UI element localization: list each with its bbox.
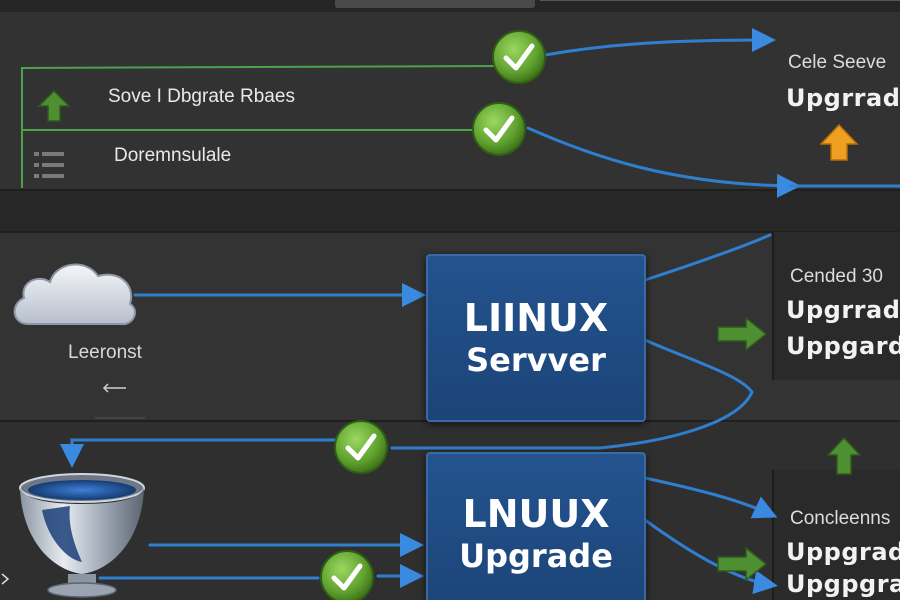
right-label-line: Uppgard bbox=[786, 332, 900, 360]
storage-bowl-icon bbox=[19, 473, 145, 598]
linux-upgrade-box[interactable]: LNUUX Upgrade bbox=[426, 452, 646, 600]
back-arrow-icon bbox=[95, 383, 145, 419]
divider bbox=[0, 231, 900, 233]
row-label: Sove I Dbgrate Rbaes bbox=[108, 86, 295, 107]
right-label-small: Cele Seeve bbox=[788, 52, 887, 73]
check-circle-icon bbox=[472, 102, 526, 156]
box-title: LIINUX bbox=[463, 296, 609, 340]
check-circle-icon bbox=[492, 30, 546, 84]
right-arrow-icon bbox=[717, 316, 768, 352]
gap-band bbox=[0, 190, 900, 232]
check-circle-icon bbox=[334, 420, 388, 474]
top-frame-lines bbox=[21, 0, 900, 188]
divider bbox=[0, 189, 900, 191]
up-arrow-icon bbox=[37, 89, 71, 122]
check-circle-icon bbox=[320, 550, 374, 600]
right-panel-bottom bbox=[772, 470, 900, 600]
cloud-label: Leeronst bbox=[68, 342, 142, 363]
right-panel-middle bbox=[772, 232, 900, 380]
linux-server-box[interactable]: LIINUX Servver bbox=[426, 254, 646, 422]
right-label-line: Upgrrad bbox=[786, 296, 900, 324]
wire-group bbox=[60, 28, 900, 595]
cloud-icon bbox=[13, 263, 136, 326]
box-title: LNUUX bbox=[462, 492, 610, 536]
right-label-large: Upgrrad bbox=[786, 84, 900, 112]
right-arrow-icon bbox=[717, 546, 768, 582]
right-label-small: Concleenns bbox=[790, 508, 891, 529]
top-field bbox=[335, 0, 535, 8]
right-label-small: Cended 30 bbox=[790, 266, 883, 287]
box-subtitle: Upgrade bbox=[459, 537, 613, 575]
up-arrow-icon bbox=[819, 123, 859, 161]
right-label-line: Uppgrad bbox=[786, 538, 900, 566]
edge-arrow-icon bbox=[1, 573, 10, 585]
up-arrow-icon bbox=[826, 436, 862, 475]
row-label: Doremnsulale bbox=[114, 145, 232, 166]
top-panel bbox=[0, 0, 900, 190]
right-label-line: Upgpgrac bbox=[786, 570, 900, 598]
box-subtitle: Servver bbox=[466, 341, 606, 379]
list-icon bbox=[34, 152, 64, 178]
